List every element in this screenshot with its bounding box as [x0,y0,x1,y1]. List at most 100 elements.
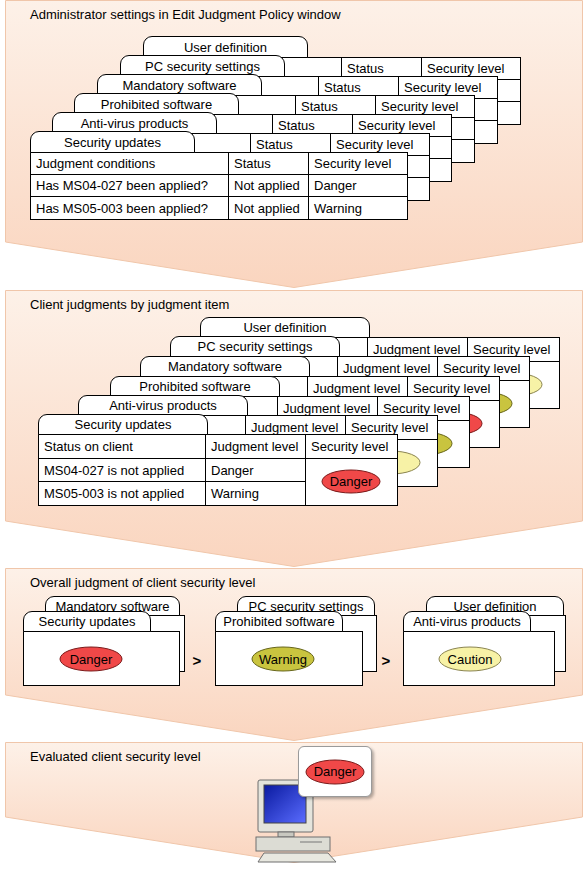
table-cell: Security level [306,435,397,459]
card-tab: Prohibited software [110,376,280,397]
table-text: Status on client [44,439,133,454]
greater-than-sign: > [382,653,391,668]
table-cell: Not applied [229,197,309,219]
card-tab: Security updates [30,131,195,153]
table-text: Warning [314,201,362,216]
security-level-ellipse: Warning [251,646,315,672]
judgment-tab-card: Security updatesDanger [23,611,180,686]
table-cell: Danger [309,175,407,197]
band-heading: Administrator settings in Edit Judgment … [30,7,341,22]
table-cell: MS05-003 is not applied [39,482,206,505]
tab-title: User definition [243,320,326,335]
tab-title: Prohibited software [223,614,334,629]
stage-band: Client judgments by judgment itemJudgmen… [5,290,583,567]
table-text: Judgment level [283,401,370,416]
table-cell: Has MS04-027 been applied? [31,175,229,197]
table-text: Warning [211,486,259,501]
tab-title: Anti-virus products [413,614,521,629]
card-tab: Anti-virus products [403,611,531,632]
tab-title: Anti-virus products [109,398,217,413]
tab-title: Security updates [64,135,161,150]
band-outline [6,1,583,288]
table-text: Judgment conditions [36,156,155,171]
card-tab: Security updates [38,414,208,435]
table-text: Security level [443,361,520,376]
table-cell: Danger [206,459,306,482]
monitor-frame [258,780,313,832]
table-text: Security level [336,137,413,152]
level-text: Danger [314,764,357,779]
monitor-screen [264,785,306,823]
table-text: Danger [314,178,357,193]
table-cell: Status on client [39,435,206,459]
table-cell: Judgment level [206,435,306,459]
table-cell: Judgment conditions [31,153,229,175]
tab-title: PC security settings [198,339,313,354]
greater-than-sign: > [193,653,202,668]
desktop-case [256,837,330,851]
drive-slot [300,842,322,843]
table-text: MS05-003 is not applied [44,486,184,501]
judgment-tab-card: Judgment conditions Status Security levelH… [30,131,408,220]
judgment-tab-card: Prohibited softwareWarning [215,611,363,686]
tab-title: Prohibited software [139,379,250,394]
table-text: Judgment level [343,361,430,376]
table-text: Security level [413,381,490,396]
table-text: Status [278,118,315,133]
band-outline [6,743,583,863]
table-text: Judgment level [313,381,400,396]
security-level-ellipse: Danger [59,646,123,672]
table-text: Has MS04-027 been applied? [36,178,208,193]
table-text: Security level [383,401,460,416]
table-text: Judgment level [373,342,460,357]
tab-title: Security updates [39,614,136,629]
table-text: Security level [314,156,391,171]
card-tab: Prohibited software [215,611,343,632]
table-text: Danger [211,463,254,478]
table-text: Status [234,156,271,171]
table-cell: MS04-027 is not applied [39,459,206,482]
monitor-neck [278,832,294,837]
stage-band: Overall judgment of client security leve… [5,568,583,741]
table-text: Security level [427,61,504,76]
card-tab: Security updates [23,611,151,632]
band-heading: Client judgments by judgment item [30,297,229,312]
table-text: Has MS05-003 been applied? [36,201,208,216]
table-text: Judgment level [211,439,298,454]
tab-title: Mandatory software [168,359,282,374]
stage-band: Administrator settings in Edit Judgment … [5,0,583,288]
table-text: Security level [404,80,481,95]
level-text: Danger [70,652,113,667]
card-tab: Mandatory software [140,356,310,377]
table-text: Judgment level [251,420,338,435]
card-tab: Anti-virus products [78,395,248,416]
band-outline [6,291,583,567]
tab-title: User definition [184,40,267,55]
tab-title: Mandatory software [122,78,236,93]
table-cell: Warning [309,197,407,219]
table-text: Security level [381,99,458,114]
table-text: Status [301,99,338,114]
table-cell: Warning [206,482,306,505]
table-text: Security level [311,439,388,454]
card-tab: PC security settings [170,336,340,357]
card-tab: User definition [200,317,370,338]
table-cell: Security level [309,153,407,175]
tab-title: PC security settings [145,59,260,74]
judgment-tab-card: Status on clientJudgment levelSecurity l… [38,414,398,506]
table-text: Not applied [234,178,300,193]
table-text: Security level [351,420,428,435]
level-ellipse-shape [60,647,122,671]
table-text: Status [324,80,361,95]
tab-title: Security updates [75,417,172,432]
table-text: Security level [473,342,550,357]
card-body: Judgment conditions Status Security levelH… [30,152,408,220]
tab-title: Anti-virus products [81,116,189,131]
table-text: Not applied [234,201,300,216]
evaluated-level-box: Danger [298,746,372,797]
level-text: Danger [330,474,373,489]
level-ellipse-shape [439,647,501,671]
table-text: MS04-027 is not applied [44,463,184,478]
level-ellipse-shape [252,647,314,671]
